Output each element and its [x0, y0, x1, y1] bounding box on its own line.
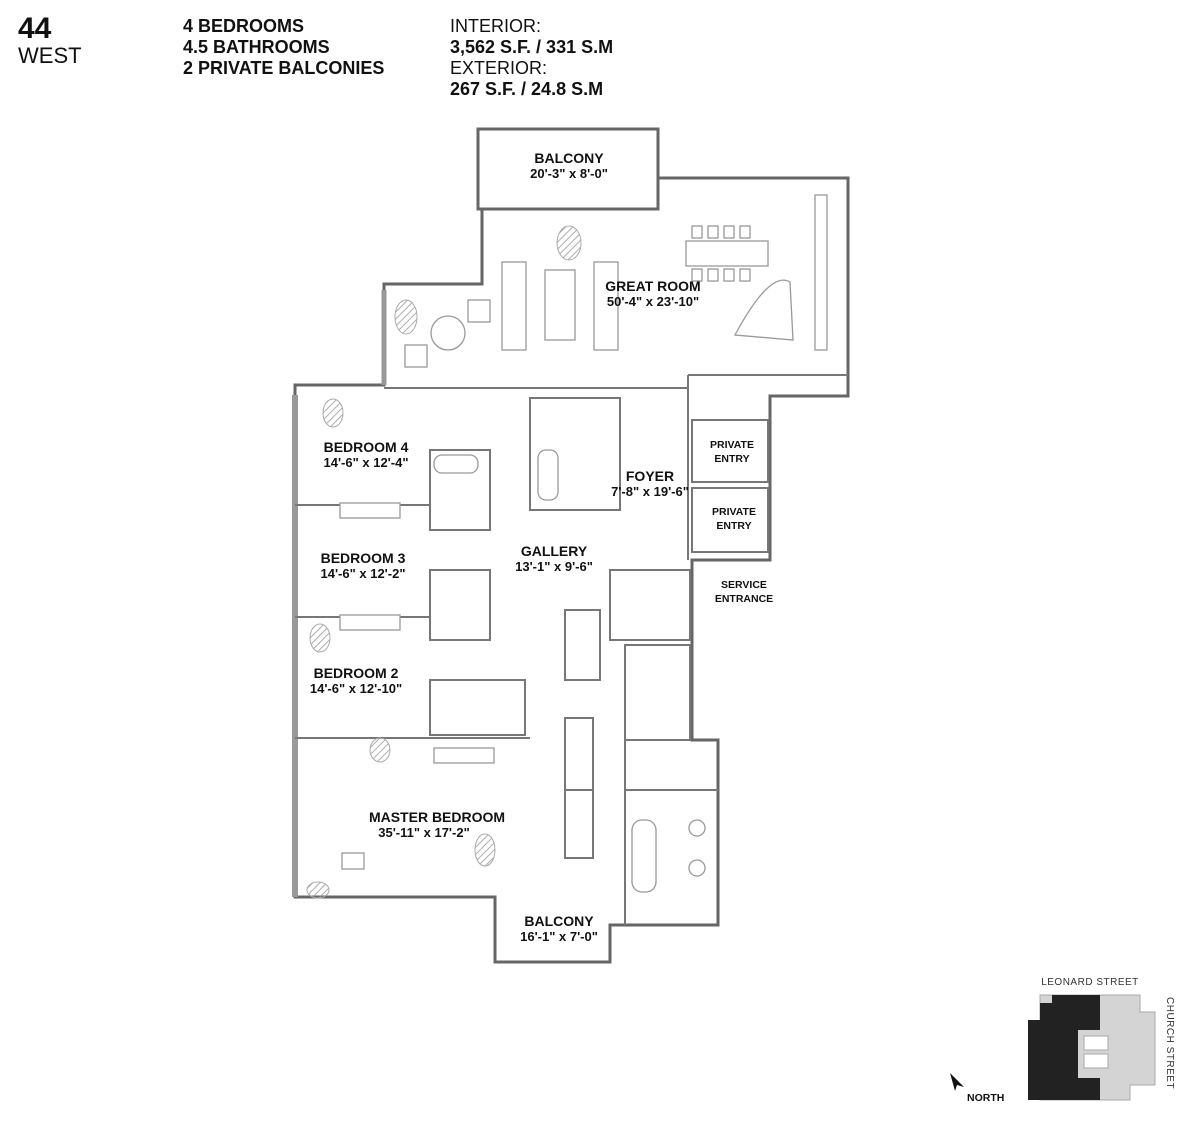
entry-vestibule-1 [691, 419, 769, 483]
balcony-bottom-dims: 16'-1" x 7'-0" [520, 929, 598, 944]
key-plan: LEONARD STREET CHURCH STREET NORTH [950, 977, 1175, 1104]
north-arrow-icon [950, 1073, 964, 1091]
bath-1 [429, 449, 491, 531]
service-entrance-line1: SERVICE [721, 579, 767, 591]
interior-value: 3,562 S.F. / 331 S.M [450, 37, 614, 57]
private-entry-2-line1: PRIVATE [712, 506, 756, 518]
exterior-label: EXTERIOR: [450, 58, 548, 78]
balcony-top-dims: 20'-3" x 8'-0" [530, 166, 608, 181]
interior-label: INTERIOR: [450, 16, 542, 36]
unit-number: 44 [18, 12, 52, 45]
exterior-walls [292, 127, 850, 964]
foyer-dims: 7'-8" x 19'-6" [611, 484, 689, 499]
great-room-name: GREAT ROOM [605, 278, 700, 294]
bedroom4-dims: 14'-6" x 12'-4" [323, 455, 408, 470]
private-entry-2-line2: ENTRY [716, 520, 751, 532]
coffee-table [544, 269, 576, 341]
bath-2 [529, 397, 621, 511]
area-summary: INTERIOR: 3,562 S.F. / 331 S.M EXTERIOR:… [450, 16, 613, 100]
service-entrance-line2: ENTRANCE [715, 593, 773, 605]
feature-bathrooms: 4.5 BATHROOMS [183, 37, 330, 57]
feature-balconies: 2 PRIVATE BALCONIES [183, 58, 385, 78]
key-plan-unit [1028, 995, 1100, 1100]
master-tub [631, 819, 657, 893]
unit-name: WEST [18, 43, 82, 68]
gallery-name: GALLERY [521, 543, 588, 559]
foyer-name: FOYER [626, 468, 674, 484]
street-top-label: LEONARD STREET [1041, 977, 1139, 988]
bath-3 [429, 679, 526, 736]
gallery-dims: 13'-1" x 9'-6" [515, 559, 593, 574]
sofa-right [593, 261, 619, 351]
tub-2 [537, 449, 559, 501]
master-bedroom-name: MASTER BEDROOM [369, 809, 505, 825]
laundry [609, 569, 691, 641]
features-list: 4 BEDROOMS 4.5 BATHROOMS 2 PRIVATE BALCO… [183, 16, 384, 79]
interior-walls [295, 374, 848, 925]
bedroom4-name: BEDROOM 4 [324, 439, 409, 455]
private-entry-1-line1: PRIVATE [710, 439, 754, 451]
entry-vestibule-2 [691, 487, 769, 553]
tub-1 [433, 454, 479, 474]
room-labels: BALCONY 20'-3" x 8'-0" GREAT ROOM 50'-4"… [310, 150, 773, 944]
north-label: NORTH [967, 1092, 1004, 1104]
furniture [339, 194, 828, 893]
street-right-label: CHURCH STREET [1164, 997, 1175, 1089]
bedroom2-dims: 14'-6" x 12'-10" [310, 681, 402, 696]
sofa-left [501, 261, 527, 351]
bedroom2-name: BEDROOM 2 [314, 665, 399, 681]
feature-bedrooms: 4 BEDROOMS [183, 16, 305, 36]
round-table [430, 315, 466, 351]
master-closet [564, 717, 594, 859]
exterior-value: 267 S.F. / 24.8 S.M [450, 79, 604, 99]
closet-2 [564, 609, 601, 681]
kitchen-island [733, 279, 794, 341]
plants [306, 225, 582, 899]
great-room-dims: 50'-4" x 23'-10" [607, 294, 699, 309]
master-bath [624, 644, 691, 741]
bedroom3-dims: 14'-6" x 12'-2" [320, 566, 405, 581]
dining-table [685, 240, 769, 267]
master-bedroom-dims: 35'-11" x 17'-2" [378, 825, 470, 840]
closet-1 [429, 569, 491, 641]
private-entry-1-line2: ENTRY [714, 453, 749, 465]
balcony-top-name: BALCONY [534, 150, 604, 166]
balcony-top-outline [476, 127, 660, 211]
balcony-bottom-name: BALCONY [524, 913, 594, 929]
bedroom3-name: BEDROOM 3 [321, 550, 406, 566]
